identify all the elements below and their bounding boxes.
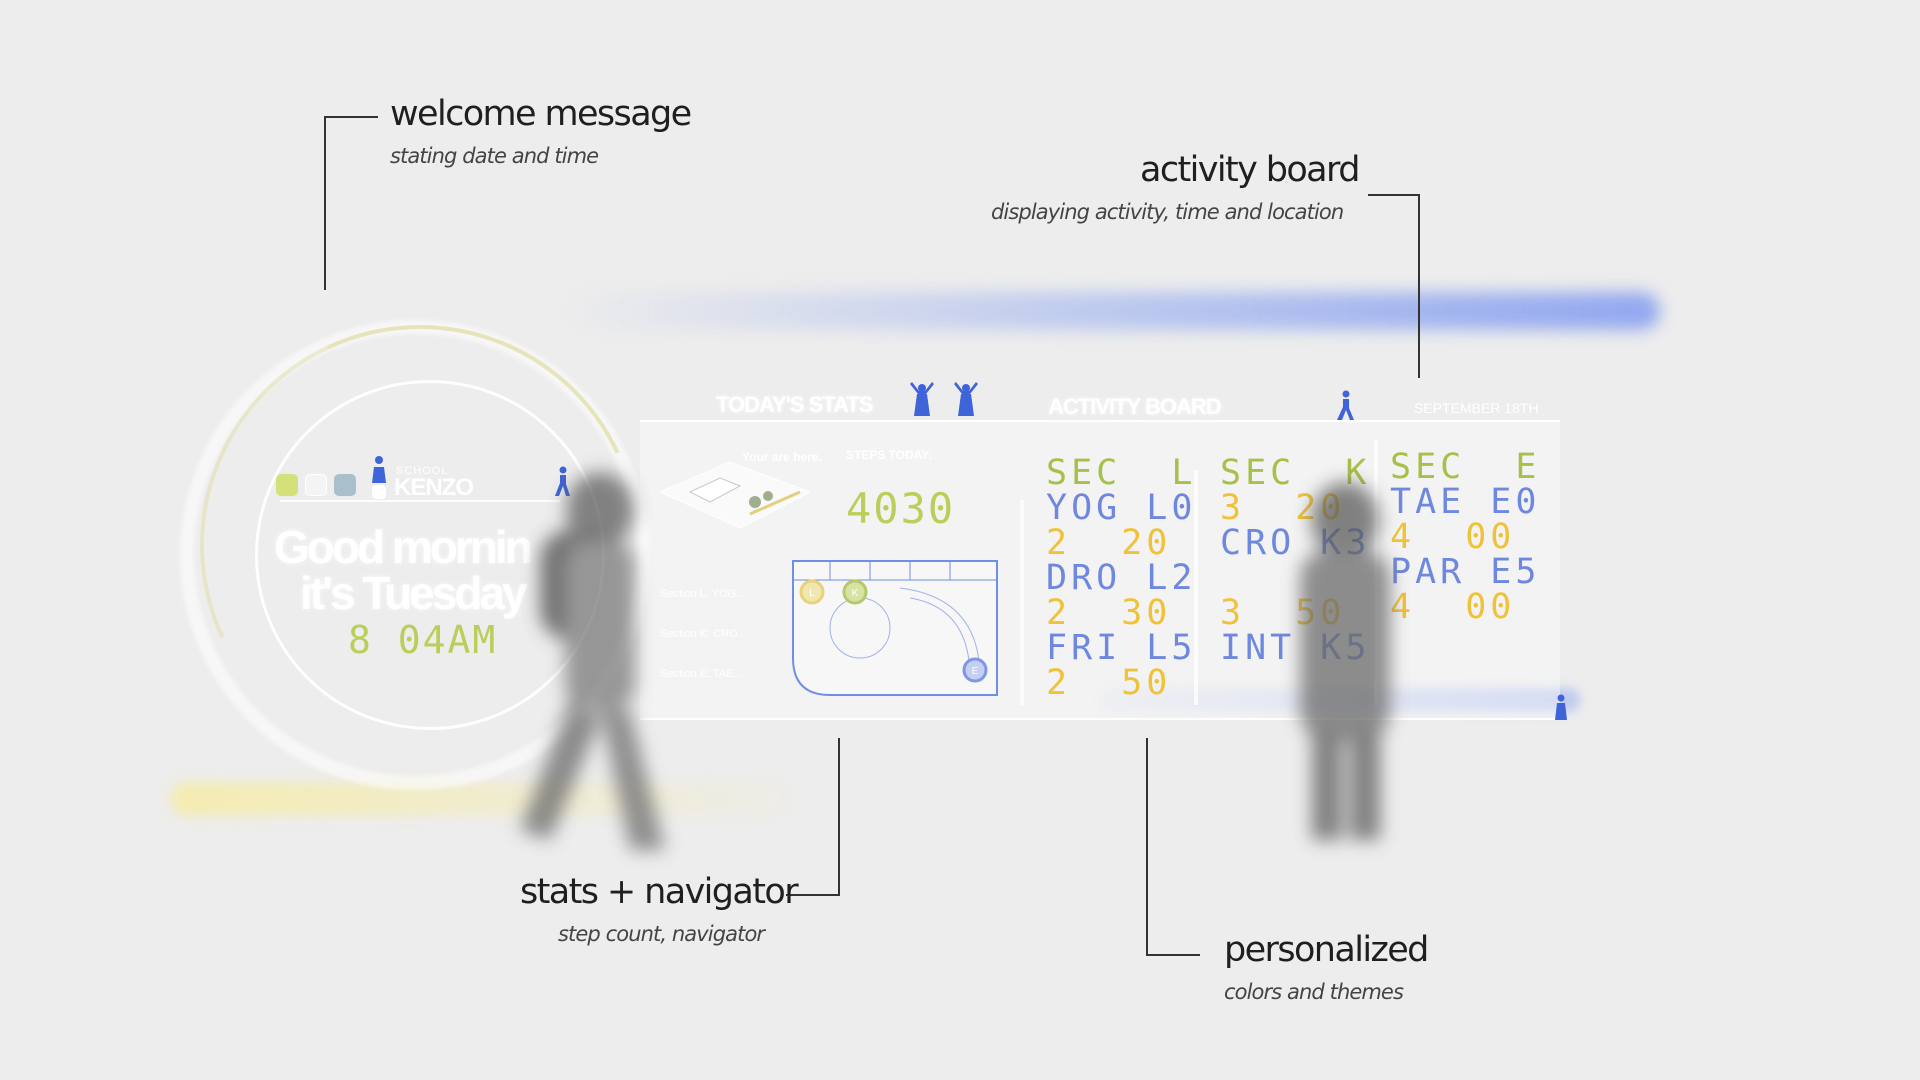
stats-leader-horizontal — [786, 894, 840, 896]
theme-swatch-2[interactable] — [305, 474, 327, 496]
stats-callout-title: stats + navigator — [520, 872, 799, 912]
personalized-leader-horizontal — [1146, 954, 1200, 956]
activity-row: FRI L5 — [1046, 628, 1197, 668]
activity-row: TAE E0 — [1390, 482, 1541, 522]
walking-person-icon-2 — [1337, 390, 1354, 420]
welcome-callout-title: welcome message — [390, 94, 692, 134]
activity-row: SEC L — [1046, 453, 1197, 493]
welcome-divider — [280, 500, 560, 502]
cheering-person-icon — [910, 382, 934, 416]
section-k-label[interactable]: Section K: CRO... — [660, 628, 747, 640]
activity-row: YOG L0 — [1046, 488, 1197, 528]
activity-row: 4 00 — [1390, 517, 1516, 557]
activity-row: 2 20 — [1046, 523, 1172, 563]
steps-today-label: STEPS TODAY: — [846, 448, 933, 462]
blurred-pedestrian-left — [520, 472, 665, 850]
activity-row: 2 50 — [1046, 663, 1172, 703]
section-l-label[interactable]: Section L: YOG... — [660, 588, 746, 600]
yellow-light-streak — [170, 782, 790, 816]
person-icon — [372, 456, 386, 499]
activity-leader-horizontal — [1368, 194, 1420, 196]
you-are-here-label: Your are here. — [742, 450, 822, 464]
activity-callout-title: activity board — [1140, 150, 1360, 190]
greeting-line-1: Good mornin — [274, 521, 533, 573]
walking-person-icon — [555, 466, 570, 496]
activity-row: 2 30 — [1046, 593, 1172, 633]
activity-row: 4 00 — [1390, 587, 1516, 627]
board-divider-2 — [1194, 470, 1198, 705]
current-time-display: 8 04AM — [348, 618, 498, 662]
stats-callout-subtitle: step count, navigator — [558, 922, 765, 946]
activity-leader-vertical — [1418, 194, 1420, 378]
board-date: SEPTEMBER 18TH — [1414, 400, 1539, 416]
stats-header: TODAY'S STATS — [716, 392, 873, 417]
theme-swatch-1[interactable] — [276, 474, 298, 496]
school-label: SCHOOL — [396, 465, 449, 477]
standing-person-icon — [1555, 694, 1567, 720]
activity-board-header: ACTIVITY BOARD — [1048, 394, 1222, 419]
welcome-leader-vertical — [324, 116, 326, 290]
map-marker-e: E — [972, 666, 979, 677]
activity-callout-subtitle: displaying activity, time and location — [991, 200, 1344, 224]
personalized-callout-title: personalized — [1224, 930, 1429, 970]
isometric-campus-map[interactable] — [660, 462, 810, 532]
welcome-leader-horizontal — [324, 116, 378, 118]
section-e-label[interactable]: Section E: TAE... — [660, 668, 743, 680]
greeting-line-2: it's Tuesday — [300, 567, 528, 619]
theme-swatch-3[interactable] — [334, 474, 356, 496]
activity-row: PAR E5 — [1390, 552, 1541, 592]
blurred-pedestrian-right — [1300, 482, 1390, 840]
welcome-callout-subtitle: stating date and time — [390, 144, 599, 168]
stats-leader-vertical — [838, 738, 840, 896]
school-name: KENZO — [394, 474, 474, 501]
map-marker-l: L — [809, 588, 815, 599]
cheering-person-icon-2 — [954, 382, 978, 416]
steps-count-display: 4030 — [846, 484, 956, 533]
board-divider-1 — [1020, 500, 1024, 705]
personalized-callout-subtitle: colors and themes — [1224, 980, 1404, 1004]
blue-light-streak — [560, 292, 1660, 330]
campus-navigator-map[interactable]: L K E — [790, 558, 1000, 698]
activity-row: SEC E — [1390, 447, 1541, 487]
map-marker-k: K — [852, 588, 859, 599]
activity-row: SEC K — [1220, 453, 1371, 493]
activity-row: DRO L2 — [1046, 558, 1197, 598]
personalized-leader-vertical — [1146, 738, 1148, 956]
